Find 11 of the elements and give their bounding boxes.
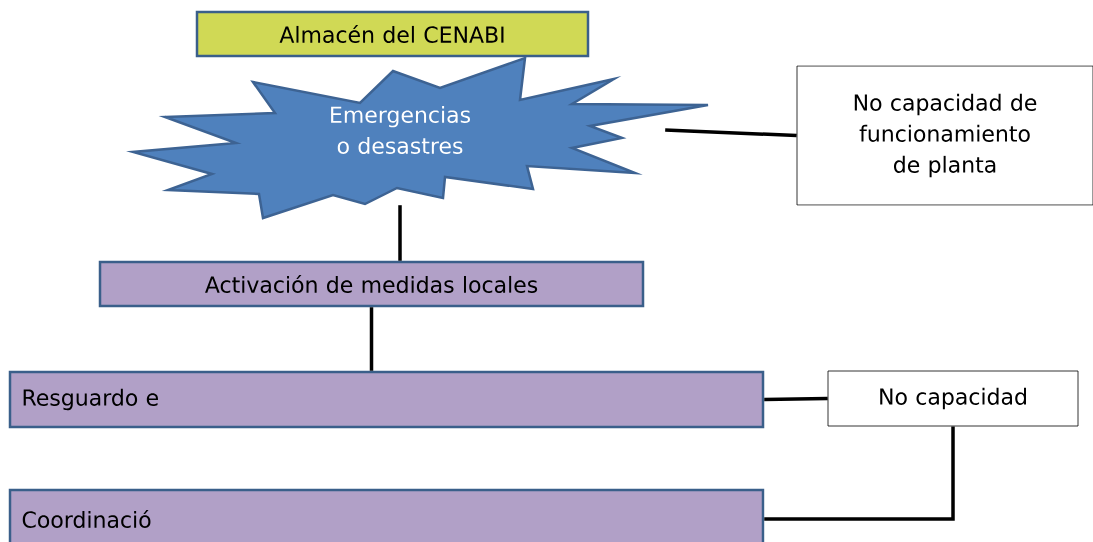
title-box: Almacén del CENABI (195, 10, 590, 58)
process-box: Activación de medidas locales (98, 260, 645, 308)
process-box: Resguardo e (8, 370, 765, 429)
connector-line (369, 307, 374, 371)
connector-line (665, 128, 797, 138)
process-box: Coordinació (8, 488, 765, 542)
connector-line (764, 396, 828, 402)
text-box: No capacidad (827, 370, 1079, 427)
connector-line (764, 426, 955, 521)
connector-line (398, 205, 402, 261)
text-box: No capacidad de funcionamiento de planta (796, 65, 1093, 206)
